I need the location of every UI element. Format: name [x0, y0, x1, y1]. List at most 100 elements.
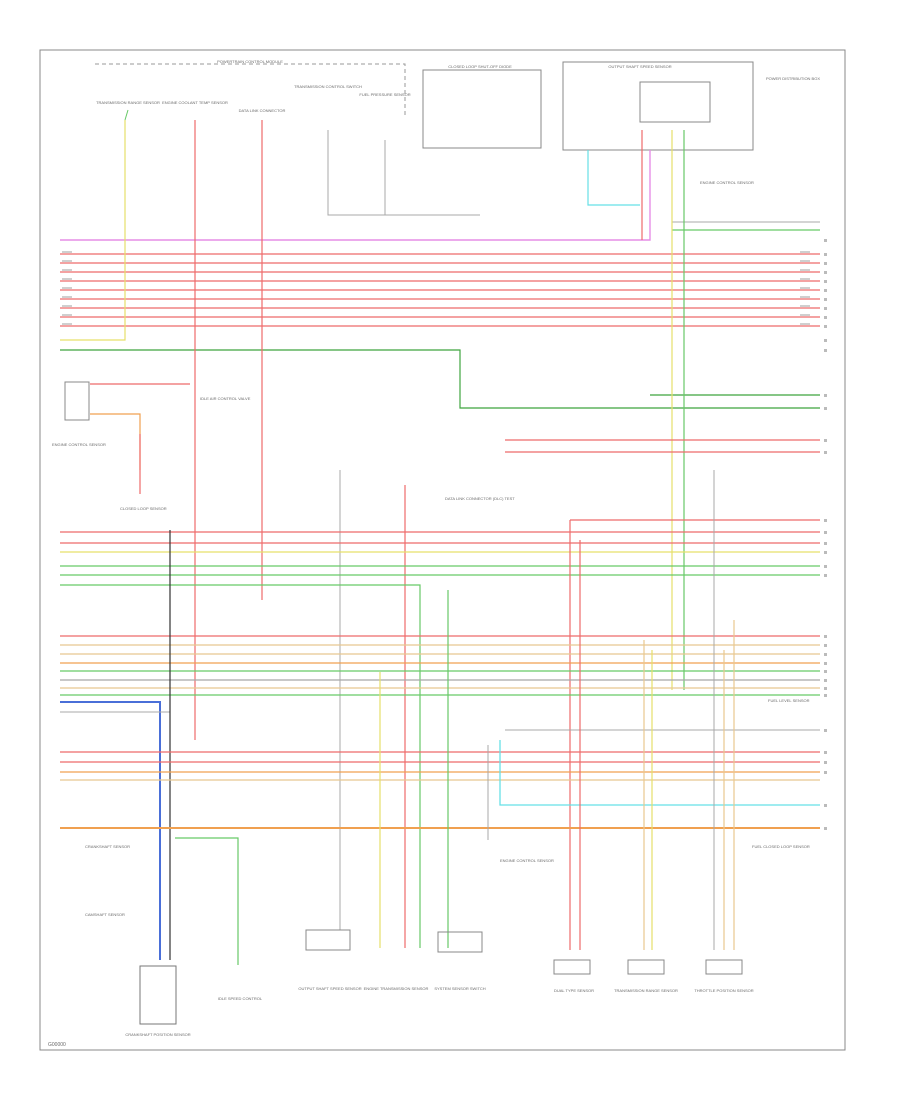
connector-pin	[824, 771, 827, 774]
engine-control-box	[64, 381, 90, 421]
wire-label-left	[62, 278, 72, 280]
output-shaft-sensor-box	[305, 929, 351, 951]
connector-pin	[824, 687, 827, 690]
connector-pin	[824, 644, 827, 647]
system-sensor-box	[437, 931, 483, 953]
connector-pin	[824, 298, 827, 301]
wire-green-isc	[175, 837, 239, 965]
connector-pin	[824, 519, 827, 522]
connector-pin	[824, 439, 827, 442]
wire-cyan-c1	[499, 740, 820, 806]
connector-pin	[824, 531, 827, 534]
connector-pin	[824, 662, 827, 665]
connector-pin	[824, 653, 827, 656]
wire-label-right	[800, 314, 810, 316]
connector-pin	[824, 289, 827, 292]
bottom-component-5: SYSTEM SENSOR SWITCH	[434, 986, 485, 991]
center-label: DATA LINK CONNECTOR (DLC) TEST	[445, 496, 515, 501]
right-note-3: FUEL CLOSED LOOP SENSOR	[752, 844, 810, 849]
connector-pin	[824, 253, 827, 256]
wire-blue-crank	[60, 701, 161, 960]
mid-left-label-3: ENGINE CONTROL SENSOR	[52, 442, 106, 447]
mid-left-label-2: CLOSED LOOP SENSOR	[120, 506, 167, 511]
wire-label-right	[800, 251, 810, 253]
connector-pin	[824, 339, 827, 342]
right-note-1: ENGINE CONTROL SENSOR	[500, 858, 554, 863]
lower-left-label-1: CRANKSHAFT SENSOR	[85, 844, 130, 849]
connector-pin	[824, 280, 827, 283]
wire-label-right	[800, 269, 810, 271]
connector-pin	[824, 239, 827, 242]
wire-label-right	[800, 323, 810, 325]
dual-type-sensor-box	[553, 959, 591, 975]
title-bracket	[95, 63, 406, 118]
wire-green-dark	[60, 349, 820, 409]
connector-pin	[824, 551, 827, 554]
connector-pin	[824, 542, 827, 545]
top-component-3: DATA LINK CONNECTOR	[239, 108, 286, 113]
connector-pin	[824, 451, 827, 454]
connector-pin	[824, 574, 827, 577]
bottom-component-1: CRANKSHAFT POSITION SENSOR	[125, 1032, 190, 1037]
top-right-label-3: ENGINE CONTROL SENSOR	[700, 180, 754, 185]
connector-pin	[824, 804, 827, 807]
connector-pin	[824, 694, 827, 697]
transmission-range-sensor-box	[627, 959, 665, 975]
connector-pin	[824, 307, 827, 310]
connector-pin	[824, 761, 827, 764]
connector-pin	[824, 751, 827, 754]
bottom-component-3: OUTPUT SHAFT SPEED SENSOR	[298, 986, 361, 991]
relay-box	[639, 81, 711, 123]
throttle-position-sensor-box	[705, 959, 743, 975]
top-right-label-1: CLOSED LOOP SHUT-OFF DIODE	[448, 64, 512, 69]
right-note-2: FUEL LEVEL SENSOR	[768, 698, 810, 703]
connector-pin	[824, 394, 827, 397]
wire-pink-bus	[60, 150, 651, 241]
connector-pin	[824, 635, 827, 638]
top-component-5: FUEL PRESSURE SENSOR	[359, 92, 410, 97]
diagram-frame	[39, 49, 846, 1051]
connector-pin	[824, 565, 827, 568]
wire-green-tr	[124, 109, 129, 121]
wire-label-right	[800, 287, 810, 289]
top-right-label-2: OUTPUT SHAFT SPEED SENSOR	[608, 64, 671, 69]
bottom-component-4: ENGINE TRANSMISSION SENSOR	[364, 986, 429, 991]
wire-label-left	[62, 260, 72, 262]
wire-cyan-top	[587, 150, 640, 206]
bottom-component-6: DUAL TYPE SENSOR	[554, 988, 594, 993]
footer-code: G00000	[48, 1042, 66, 1048]
wire-label-left	[62, 287, 72, 289]
connector-pin	[824, 262, 827, 265]
wire-label-left	[62, 269, 72, 271]
diagram-title: POWERTRAIN CONTROL MODULE	[217, 59, 283, 64]
connector-pin	[824, 827, 827, 830]
connector-pin	[824, 316, 827, 319]
wire-label-right	[800, 305, 810, 307]
connector-pin	[824, 670, 827, 673]
diode-box	[422, 69, 542, 149]
mid-left-label-1: IDLE AIR CONTROL VALVE	[200, 396, 251, 401]
top-component-2: ENGINE COOLANT TEMP SENSOR	[162, 100, 228, 105]
wire-gray-tcs	[327, 130, 480, 216]
wire-green-oss	[60, 584, 421, 948]
top-right-label-4: POWER DISTRIBUTION BOX	[766, 76, 820, 81]
power-distribution-box	[562, 61, 754, 151]
connector-pin	[824, 349, 827, 352]
wire-layer	[60, 109, 820, 965]
connector-pin	[824, 679, 827, 682]
connector-pin	[824, 325, 827, 328]
wire-label-right	[800, 278, 810, 280]
wire-label-left	[62, 323, 72, 325]
wire-label-right	[800, 260, 810, 262]
crankshaft-sensor-box	[139, 965, 177, 1025]
connector-pin	[824, 407, 827, 410]
top-component-4: TRANSMISSION CONTROL SWITCH	[294, 84, 362, 89]
wire-label-right	[800, 296, 810, 298]
wire-label-left	[62, 296, 72, 298]
bottom-component-7: TRANSMISSION RANGE SENSOR	[614, 988, 678, 993]
connector-pin	[824, 729, 827, 732]
label-layer	[62, 239, 827, 830]
top-component-1: TRANSMISSION RANGE SENSOR	[96, 100, 160, 105]
wire-yellow-tr	[60, 120, 126, 341]
